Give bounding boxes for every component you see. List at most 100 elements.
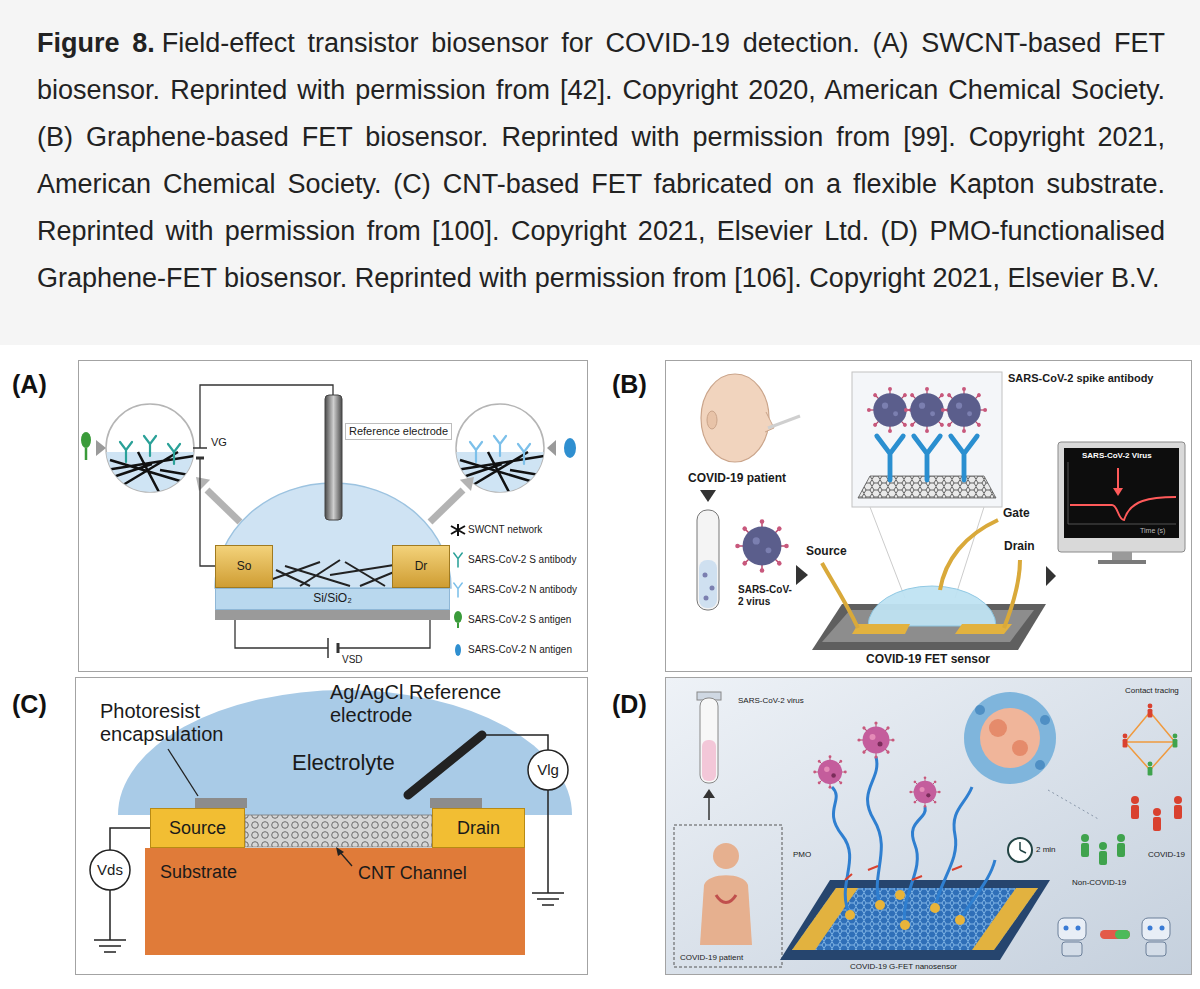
panel-a-art-g-use	[144, 436, 156, 456]
panel-a-art-ellipse	[81, 432, 91, 448]
panel-d-art-use	[1173, 734, 1178, 748]
figure-title: Figure 8.	[37, 28, 155, 58]
panel-d-art-path	[832, 787, 850, 915]
panel-b-art-use	[914, 436, 940, 480]
panel-d-art-use	[1174, 796, 1182, 819]
panel-a-art-g	[100, 436, 200, 497]
part-name: Reference electrode	[345, 423, 452, 440]
panel-d-art	[666, 678, 1191, 974]
drain-electrode: Dr	[392, 545, 450, 588]
panel-d-art-use	[1117, 834, 1125, 857]
panel-d-art-use	[1099, 842, 1107, 865]
panel-d-art-rect	[674, 825, 782, 967]
node-text: Source	[169, 818, 226, 839]
panel-d-art-use	[857, 721, 894, 758]
panel-c-art-line	[408, 735, 482, 795]
panel-a-art-g-use	[120, 442, 132, 462]
panel-a-art-ellipse	[564, 438, 576, 458]
panel-c-art-polygon	[336, 847, 344, 856]
source-electrode: Source	[150, 808, 245, 848]
panel-b-art-rect	[1098, 560, 1146, 564]
panel-d-art-circle	[1160, 926, 1165, 931]
figure-panel: (D)	[665, 677, 1192, 975]
panel-d-art-rect	[666, 678, 1191, 974]
panel-a-art-line	[430, 490, 463, 522]
panel-b-art-polygon	[852, 624, 910, 634]
panel-a-art-path	[270, 560, 394, 586]
figure-panel: (B)	[665, 360, 1192, 672]
terminal-name: Gate	[1003, 507, 1030, 521]
group-name: Non-COVID-19	[1072, 878, 1126, 887]
panel-d-art-path	[716, 895, 736, 903]
panel-a-art-line	[196, 457, 204, 460]
panel-d-art-circle	[1040, 715, 1050, 725]
panel-d-art-polygon	[792, 888, 858, 950]
panel-b-art-path	[870, 507, 984, 598]
panel-d-art-path	[960, 860, 995, 920]
legend-text: SARS-CoV-2 S antigen	[468, 614, 571, 626]
legend-text: SARS-CoV-2 N antigen	[468, 644, 572, 656]
panel-a-art-polygon	[96, 440, 106, 456]
panel-d-art-polygon	[792, 888, 1038, 950]
panel-d-art-use	[1123, 734, 1128, 748]
panel-d-art-line	[1048, 790, 1100, 820]
panel-b-art-path	[1004, 560, 1020, 628]
panel-c-art-rect	[245, 815, 432, 847]
panel-label: (D)	[612, 690, 647, 719]
panel-label: (B)	[612, 370, 647, 399]
part-name: SARS-CoV-2 spike antibody	[1008, 372, 1153, 385]
panel-d-art-circle	[895, 890, 905, 900]
panel-d-art-circle	[1076, 926, 1081, 931]
panel-d-art-circle	[900, 920, 910, 930]
panel-a-art-use	[454, 583, 462, 597]
panel-d-art-path	[1020, 842, 1026, 853]
panel-b-art-use	[941, 387, 987, 433]
panel-b-art-rect	[697, 510, 719, 610]
panel-a-art-line	[327, 638, 329, 658]
part-name: PMO	[793, 850, 811, 859]
panel-d-art-use	[1148, 704, 1153, 718]
panel-a-art	[81, 385, 576, 658]
panel-d-art-circle	[875, 900, 885, 910]
panel-a-art-rect	[215, 610, 450, 620]
panel-b-art-use	[877, 436, 903, 480]
panel-a-art-g-path	[104, 452, 196, 494]
part-name: Contact tracing	[1125, 686, 1179, 695]
panel-d-art-line	[708, 796, 710, 820]
panel-d-art-circle	[955, 915, 965, 925]
panel-d-art-circle	[989, 719, 1007, 737]
part-name: Photoresist encapsulation	[100, 700, 250, 746]
part-name: SARS-CoV-2 virus	[738, 696, 804, 705]
legend-text: SARS-CoV-2 N antibody	[468, 584, 577, 596]
panel-b-art-path	[1068, 462, 1176, 524]
panel-b-art-polygon	[1113, 488, 1123, 496]
panel-b-art-rect	[1058, 442, 1185, 552]
panel-d-art-circle	[975, 705, 985, 715]
panel-b-art-path	[868, 586, 996, 626]
panel-b-art-use	[735, 519, 789, 573]
caption-text: Field-effect transistor biosensor for CO…	[37, 28, 1165, 293]
panel-d-art-path	[700, 875, 752, 945]
substrate-layer: Si/SiO₂	[215, 588, 450, 610]
panel-b-art-polygon	[700, 490, 716, 502]
panel-c-art	[90, 690, 572, 955]
panel-b-art-polygon	[1046, 566, 1056, 586]
panel-b-art-path	[822, 563, 858, 628]
node-text: Dr	[415, 560, 428, 574]
panel-c-art-path	[94, 828, 150, 952]
panel-a-art-line	[193, 447, 207, 449]
panel-d-art-circle	[1012, 740, 1028, 756]
part-name: COVID-19 FET sensor	[866, 653, 990, 667]
panel-d-art-circle	[1035, 760, 1045, 770]
substrate-block: Substrate	[145, 848, 525, 955]
part-name: COVID-19 patient	[680, 953, 743, 962]
panel-d-art-polygon	[703, 789, 715, 798]
panel-d-art-circle	[980, 708, 1040, 768]
part-name: SARS-CoV-2 virus	[738, 584, 796, 607]
panel-b-art-circle	[704, 596, 709, 601]
panel-d-art-use	[1148, 762, 1153, 776]
panel-a-art-g-use	[470, 442, 482, 462]
panel-a-art-line	[207, 490, 240, 522]
part-name: CNT Channel	[358, 863, 467, 884]
